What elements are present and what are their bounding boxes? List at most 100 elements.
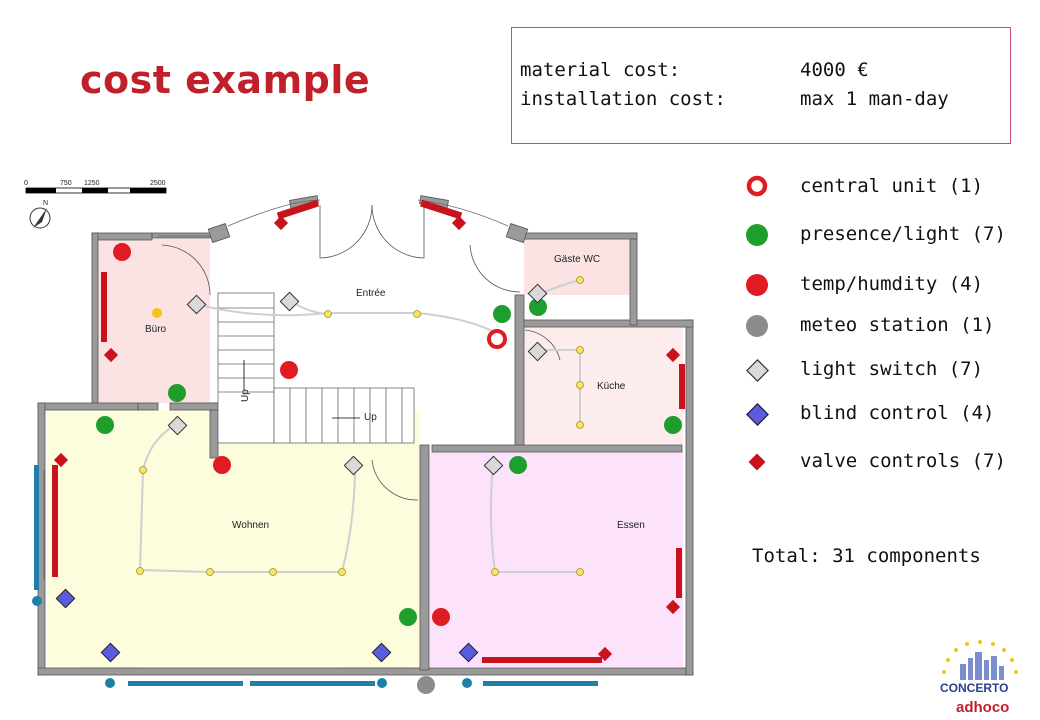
light-switch-icon — [746, 359, 769, 382]
light-switch-marker — [343, 455, 364, 476]
light-switch-marker — [527, 283, 548, 304]
room-fill-kueche — [524, 327, 683, 444]
scale-tick-0: 0 — [24, 180, 28, 187]
material-cost-label: material cost: — [520, 59, 681, 81]
room-label-entree: Entrée — [356, 288, 386, 299]
light-switch-marker — [186, 294, 207, 315]
floor-plan: 0 750 1250 2500 N — [24, 180, 694, 694]
room-fill-gaeste-wc — [524, 239, 636, 295]
concerto-adhoco-logo: CONCERTO adhoco — [940, 640, 1018, 716]
temp-humidity-icon — [746, 274, 768, 296]
logo-line1: CONCERTO — [940, 681, 1008, 695]
star-ring-icon — [942, 640, 1018, 674]
legend-label: meteo station (1) — [800, 314, 995, 336]
light-switch-marker — [167, 415, 188, 436]
blind-control-marker — [458, 642, 479, 663]
legend-label: blind control (4) — [800, 402, 995, 424]
valve-control-marker — [665, 347, 681, 363]
cost-summary-box: material cost: 4000 € installation cost:… — [511, 27, 1011, 144]
light-switch-marker — [527, 341, 548, 362]
window-blinds — [32, 199, 685, 688]
room-label-kueche: Küche — [597, 381, 626, 392]
temp-humidity-marker — [280, 361, 298, 379]
scale-tick-2500: 2500 — [150, 180, 166, 187]
devices — [53, 215, 682, 694]
temp-humidity-marker — [213, 456, 231, 474]
temp-humidity-marker — [432, 608, 450, 626]
installation-cost-row: installation cost: max 1 man-day — [520, 88, 949, 110]
legend-label: light switch (7) — [800, 358, 984, 380]
compass-label: N — [43, 200, 48, 207]
staircase — [217, 292, 415, 444]
room-label-essen: Essen — [617, 520, 645, 531]
presence-light-marker — [96, 416, 114, 434]
compass-icon: N — [29, 200, 51, 229]
valve-control-marker — [103, 347, 119, 363]
valve-control-marker — [597, 646, 613, 662]
presence-light-marker — [493, 305, 511, 323]
blind-control-icon — [746, 403, 769, 426]
presence-light-marker — [529, 298, 547, 316]
ceiling-light — [576, 568, 584, 576]
desk-lamp-icon — [152, 308, 162, 318]
ceiling-light — [576, 276, 584, 284]
stair-up-label-1: Up — [240, 389, 251, 402]
installation-cost-label: installation cost: — [520, 88, 726, 110]
stair-up-label-2: Up — [364, 412, 377, 423]
room-label-wohnen: Wohnen — [232, 520, 269, 531]
scale-tick-1250: 1250 — [84, 180, 100, 187]
walls — [37, 195, 694, 676]
central-unit-icon — [746, 175, 768, 197]
legend-label: central unit (1) — [800, 175, 984, 197]
light-switch-marker — [279, 291, 300, 312]
ceiling-light — [338, 568, 346, 576]
presence-light-marker — [399, 608, 417, 626]
meteo-station-icon — [746, 315, 768, 337]
ceiling-light — [413, 310, 421, 318]
ceiling-light — [491, 568, 499, 576]
ceiling-light — [206, 568, 214, 576]
meteo-station-marker — [417, 676, 435, 694]
room-fill-buero — [97, 239, 210, 403]
presence-light-marker — [168, 384, 186, 402]
scale-bar: 0 750 1250 2500 — [24, 180, 167, 194]
blind-control-marker — [371, 642, 392, 663]
ceiling-light — [139, 466, 147, 474]
valve-control-icon — [748, 453, 766, 471]
legend-label: valve controls (7) — [800, 450, 1006, 472]
presence-light-icon — [746, 224, 768, 246]
light-switch-marker — [483, 455, 504, 476]
ceiling-light — [576, 381, 584, 389]
ceiling-light — [576, 421, 584, 429]
scale-tick-750: 750 — [60, 180, 72, 187]
material-cost-value: 4000 € — [800, 59, 869, 81]
valve-control-marker — [451, 215, 467, 231]
valve-control-marker — [665, 599, 681, 615]
legend-label: presence/light (7) — [800, 223, 1006, 245]
valve-control-marker — [273, 215, 289, 231]
temp-humidity-marker — [113, 243, 131, 261]
page-title: cost example — [80, 58, 371, 102]
city-skyline-icon — [960, 652, 1004, 680]
legend-label: temp/humdity (4) — [800, 273, 984, 295]
ceiling-lights — [136, 276, 584, 576]
room-fill-wohnen — [47, 410, 420, 667]
blind-control-marker — [55, 588, 76, 609]
room-label-gaeste-wc: Gäste WC — [554, 254, 600, 265]
presence-light-marker — [664, 416, 682, 434]
material-cost-row: material cost: 4000 € — [520, 59, 869, 81]
installation-cost-value: max 1 man-day — [800, 88, 949, 110]
presence-light-marker — [509, 456, 527, 474]
ceiling-light — [324, 310, 332, 318]
ceiling-light — [576, 346, 584, 354]
ceiling-light — [136, 567, 144, 575]
room-label-buero: Büro — [145, 324, 167, 335]
central-unit-marker — [487, 329, 507, 349]
doors — [161, 204, 561, 501]
valve-control-marker — [53, 452, 69, 468]
logo-line2: adhoco — [956, 699, 1009, 716]
blind-control-marker — [100, 642, 121, 663]
total-components: Total: 31 components — [752, 545, 981, 567]
ceiling-light — [269, 568, 277, 576]
room-fill-essen — [430, 452, 683, 667]
